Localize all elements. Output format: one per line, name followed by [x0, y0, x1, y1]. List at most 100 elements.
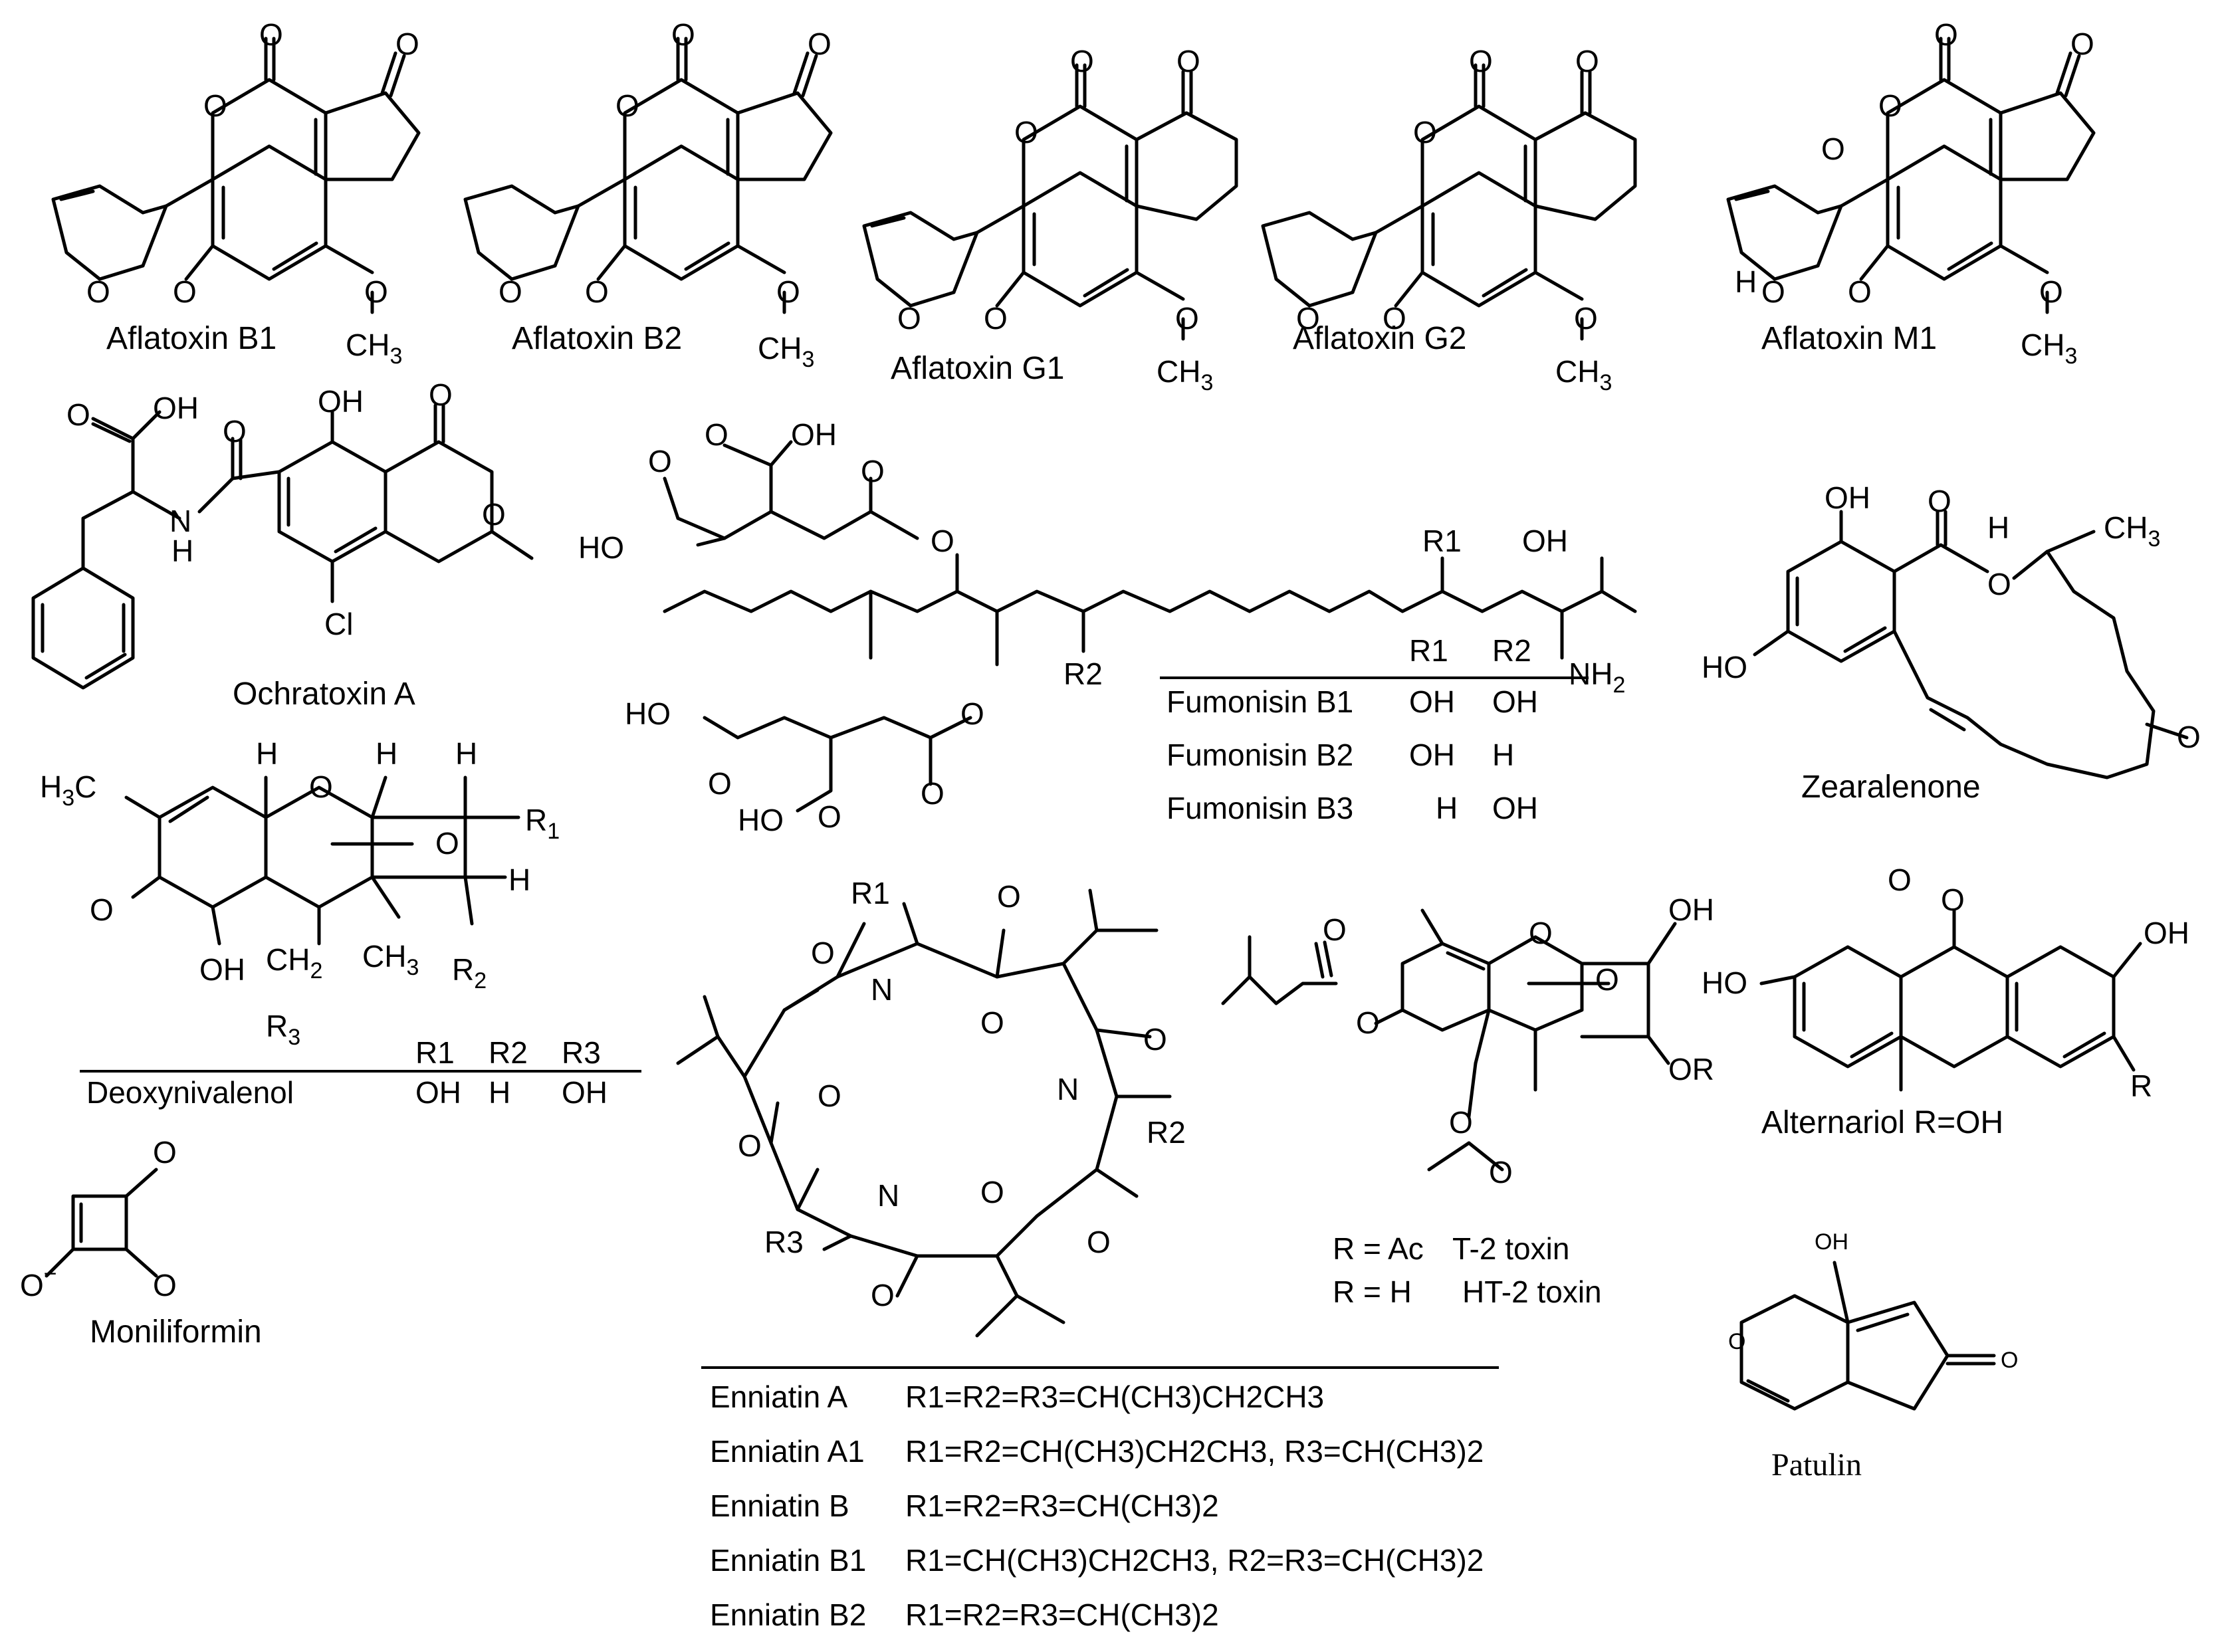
t2-toxin-name: T-2 toxin: [1452, 1231, 1569, 1266]
patulin-label: Patulin: [1771, 1447, 1862, 1483]
enniatin-formula: R1=R2=R3=CH(CH3)2: [905, 1489, 1219, 1523]
aflatoxin-m1-structure: O O O O O H O O CH3: [1728, 17, 2094, 369]
fumonisin-row-r2: OH: [1492, 791, 1538, 825]
aflatoxin-b1-structure: O O O O O O CH3: [53, 17, 419, 369]
svg-text:HO: HO: [625, 696, 671, 731]
svg-text:O: O: [960, 696, 984, 731]
svg-text:O: O: [1941, 882, 1965, 917]
svg-text:N: N: [1057, 1072, 1079, 1106]
svg-text:R2: R2: [1063, 657, 1103, 691]
deoxynivalenol-structure: H3C O O O H H H R1 H OH CH2 CH3 R2 R3: [40, 736, 560, 1050]
t2-toxin-structure: O O O O OH OR O O: [1221, 892, 1714, 1189]
svg-text:O: O: [173, 274, 197, 309]
svg-text:O: O: [2001, 1348, 2018, 1373]
svg-text:O: O: [1143, 1022, 1167, 1057]
aflatoxin-b2-structure: O O O O O O CH3: [465, 17, 832, 372]
svg-text:O: O: [1934, 17, 1958, 52]
svg-text:O: O: [1529, 916, 1553, 950]
aflatoxin-b2-label: Aflatoxin B2: [512, 321, 682, 356]
svg-text:O: O: [1014, 115, 1038, 150]
aflatoxin-g1-structure: O O O O O O CH3: [864, 44, 1236, 395]
svg-text:O: O: [153, 1268, 177, 1302]
enniatin-name: Enniatin A: [710, 1380, 847, 1414]
ochratoxin-a-structure: O OH N H O OH O O Cl: [31, 377, 534, 690]
svg-text:O: O: [203, 88, 227, 123]
svg-text:O: O: [1575, 44, 1599, 78]
svg-text:OH: OH: [2144, 916, 2189, 950]
svg-text:O: O: [648, 444, 672, 478]
fumonisin-table: R1 R2 Fumonisin B1 OH OH Fumonisin B2 OH…: [1160, 633, 1589, 825]
fumonisin-row-name: Fumonisin B1: [1167, 684, 1353, 719]
svg-text:O: O: [1489, 1155, 1513, 1189]
svg-text:O: O: [1175, 301, 1199, 336]
patulin-structure: OH O O: [1728, 1229, 2018, 1411]
moniliformin-label: Moniliformin: [90, 1314, 262, 1350]
don-header-r2: R2: [489, 1035, 528, 1070]
aflatoxin-b1-label: Aflatoxin B1: [106, 321, 277, 356]
svg-text:O: O: [980, 1005, 1004, 1040]
svg-text:CH2: CH2: [266, 942, 322, 983]
svg-text:CH3: CH3: [758, 331, 814, 372]
enniatin-name: Enniatin B1: [710, 1543, 866, 1578]
don-r1: OH: [415, 1075, 461, 1110]
moniliformin-structure: O O O−: [20, 1135, 177, 1302]
svg-text:N: N: [877, 1178, 899, 1213]
svg-text:R: R: [2130, 1069, 2152, 1103]
svg-text:O: O: [482, 497, 506, 532]
svg-text:O: O: [984, 301, 1008, 336]
svg-text:O: O: [776, 274, 800, 309]
svg-text:R3: R3: [764, 1225, 804, 1259]
svg-text:Cl: Cl: [324, 607, 353, 641]
enniatin-formula: R1=R2=R3=CH(CH3)CH2CH3: [905, 1380, 1324, 1414]
t2-legend: R = Ac T-2 toxin R = H HT-2 toxin: [1333, 1231, 1602, 1309]
don-header-r1: R1: [415, 1035, 455, 1070]
fumonisin-structure: O O OH HO O O O HO O O HO O R2 R1 OH NH2: [578, 417, 1637, 837]
fumonisin-header-r1: R1: [1409, 633, 1448, 668]
don-r2: H: [489, 1075, 510, 1110]
svg-text:O: O: [708, 766, 732, 801]
deoxynivalenol-label: Deoxynivalenol: [86, 1075, 294, 1110]
svg-text:O: O: [1087, 1225, 1111, 1259]
fumonisin-row-r1: OH: [1409, 738, 1455, 772]
enniatin-name: Enniatin B: [710, 1489, 849, 1523]
svg-text:O: O: [223, 414, 247, 449]
enniatin-formula: R1=R2=CH(CH3)CH2CH3, R3=CH(CH3)2: [905, 1434, 1484, 1469]
svg-text:O: O: [153, 1135, 177, 1170]
enniatin-formula: R1=CH(CH3)CH2CH3, R2=R3=CH(CH3)2: [905, 1543, 1484, 1578]
fumonisin-row-r2: OH: [1492, 684, 1538, 719]
ht2-toxin-name: HT-2 toxin: [1462, 1275, 1602, 1309]
svg-text:N: N: [871, 972, 893, 1007]
svg-text:O: O: [1176, 44, 1200, 78]
fumonisin-row-r2: H: [1492, 738, 1514, 772]
aflatoxin-m1-label: Aflatoxin M1: [1761, 321, 1937, 356]
svg-text:O: O: [818, 1079, 841, 1113]
svg-text:OH: OH: [1815, 1229, 1848, 1255]
svg-text:O: O: [811, 936, 835, 970]
svg-text:O: O: [309, 770, 333, 804]
svg-text:OH: OH: [318, 384, 364, 419]
svg-text:O: O: [1449, 1105, 1473, 1140]
aflatoxin-g2-label: Aflatoxin G2: [1293, 321, 1466, 356]
svg-text:HO: HO: [578, 530, 624, 565]
svg-text:O: O: [738, 1128, 762, 1163]
svg-text:O: O: [66, 397, 90, 432]
svg-text:H: H: [256, 736, 278, 771]
svg-text:O: O: [1413, 115, 1437, 150]
fumonisin-row-r1: OH: [1409, 684, 1455, 719]
svg-text:O: O: [897, 301, 921, 336]
svg-text:H3C: H3C: [40, 770, 96, 811]
svg-text:O: O: [871, 1278, 895, 1312]
svg-text:O: O: [1928, 484, 1951, 518]
svg-text:O: O: [585, 274, 609, 309]
ochratoxin-a-label: Ochratoxin A: [233, 676, 415, 712]
svg-text:O: O: [499, 274, 522, 309]
svg-text:O: O: [997, 879, 1021, 914]
svg-text:O: O: [1821, 132, 1845, 166]
svg-text:HO: HO: [1702, 966, 1747, 1000]
svg-text:H: H: [1987, 510, 2009, 545]
don-r3: OH: [562, 1075, 608, 1110]
svg-text:O: O: [364, 274, 388, 309]
svg-text:O: O: [921, 776, 944, 811]
svg-text:O: O: [86, 274, 110, 309]
svg-text:O: O: [1383, 301, 1406, 336]
